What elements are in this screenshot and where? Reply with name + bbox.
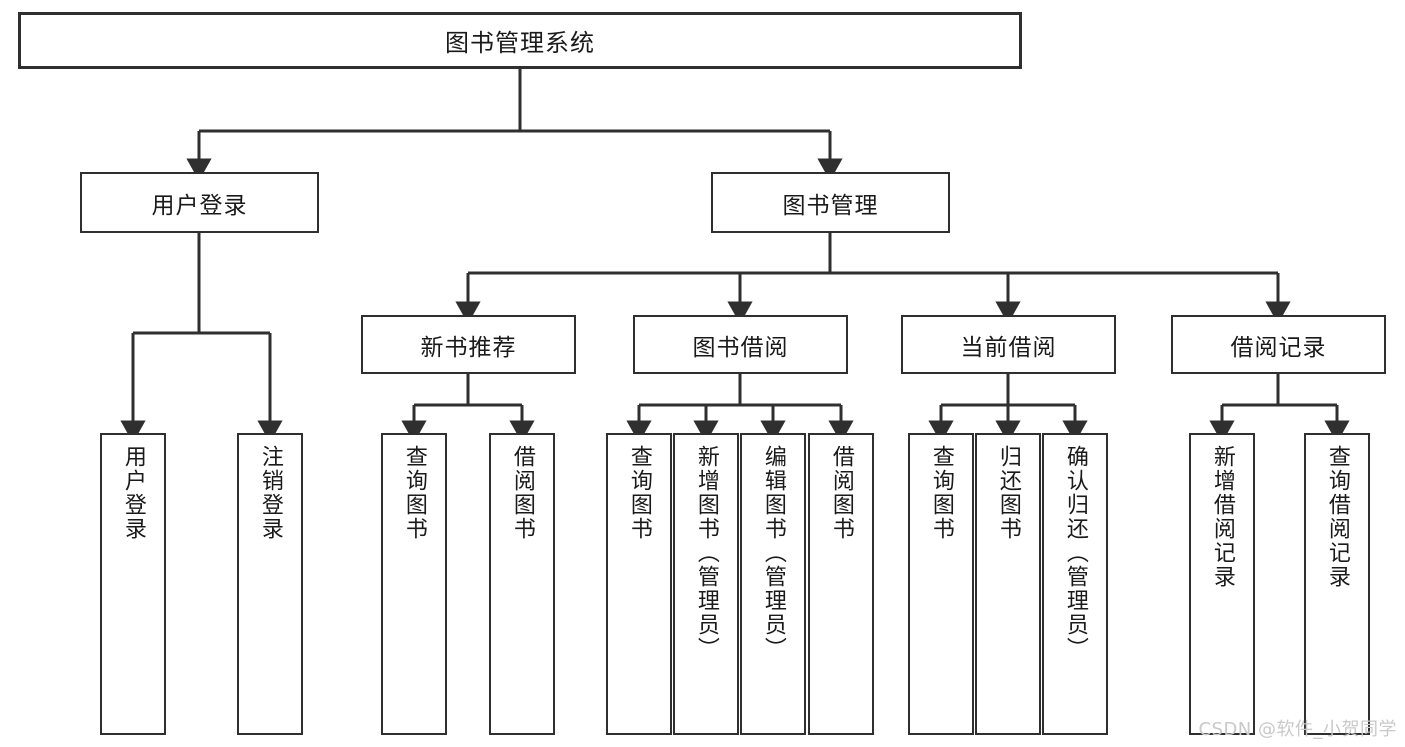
leaf-add-record[interactable]: 新增借阅记录 bbox=[1189, 433, 1255, 735]
node-root-label: 图书管理系统 bbox=[445, 29, 595, 57]
leaf-add-book[interactable]: 新增图书（管理员） bbox=[673, 433, 739, 735]
watermark: CSDN @软件_小贺同学 bbox=[1198, 719, 1397, 740]
leaf-query-record-label: 查询借阅记录 bbox=[1324, 445, 1350, 589]
leaf-query-book-1[interactable]: 查询图书 bbox=[381, 433, 447, 735]
leaf-query-book-2[interactable]: 查询图书 bbox=[606, 433, 672, 735]
leaf-user-login[interactable]: 用户登录 bbox=[100, 433, 166, 735]
node-book-borrow[interactable]: 图书借阅 bbox=[633, 315, 848, 374]
node-book-manage[interactable]: 图书管理 bbox=[711, 172, 950, 233]
leaf-edit-book[interactable]: 编辑图书（管理员） bbox=[740, 433, 806, 735]
leaf-edit-book-label: 编辑图书（管理员） bbox=[760, 445, 786, 661]
leaf-query-book-2-label: 查询图书 bbox=[626, 445, 652, 541]
leaf-query-record[interactable]: 查询借阅记录 bbox=[1304, 433, 1370, 735]
leaf-add-book-label: 新增图书（管理员） bbox=[693, 445, 719, 661]
leaf-query-book-1-label: 查询图书 bbox=[401, 445, 427, 541]
leaf-borrow-book-2[interactable]: 借阅图书 bbox=[808, 433, 874, 735]
leaf-add-record-label: 新增借阅记录 bbox=[1209, 445, 1235, 589]
node-user-login-label: 用户登录 bbox=[151, 192, 248, 219]
leaf-query-book-3[interactable]: 查询图书 bbox=[908, 433, 974, 735]
node-new-book-recommend[interactable]: 新书推荐 bbox=[361, 315, 576, 374]
node-root[interactable]: 图书管理系统 bbox=[18, 12, 1022, 69]
leaf-confirm-return-label: 确认归还（管理员） bbox=[1062, 445, 1088, 661]
node-current-borrow[interactable]: 当前借阅 bbox=[901, 315, 1116, 374]
node-book-manage-label: 图书管理 bbox=[782, 192, 879, 219]
node-borrow-record-label: 借阅记录 bbox=[1230, 334, 1327, 361]
leaf-user-login-label: 用户登录 bbox=[120, 445, 146, 541]
node-book-borrow-label: 图书借阅 bbox=[692, 334, 789, 361]
leaf-query-book-3-label: 查询图书 bbox=[928, 445, 954, 541]
leaf-return-book[interactable]: 归还图书 bbox=[975, 433, 1041, 735]
node-user-login[interactable]: 用户登录 bbox=[80, 172, 319, 233]
leaf-return-book-label: 归还图书 bbox=[995, 445, 1021, 541]
leaf-confirm-return[interactable]: 确认归还（管理员） bbox=[1042, 433, 1108, 735]
leaf-logout[interactable]: 注销登录 bbox=[237, 433, 303, 735]
leaf-borrow-book-1[interactable]: 借阅图书 bbox=[489, 433, 555, 735]
node-new-book-recommend-label: 新书推荐 bbox=[420, 334, 517, 361]
leaf-borrow-book-1-label: 借阅图书 bbox=[509, 445, 535, 541]
node-borrow-record[interactable]: 借阅记录 bbox=[1171, 315, 1386, 374]
leaf-borrow-book-2-label: 借阅图书 bbox=[828, 445, 854, 541]
leaf-logout-label: 注销登录 bbox=[257, 445, 283, 541]
node-current-borrow-label: 当前借阅 bbox=[960, 334, 1057, 361]
